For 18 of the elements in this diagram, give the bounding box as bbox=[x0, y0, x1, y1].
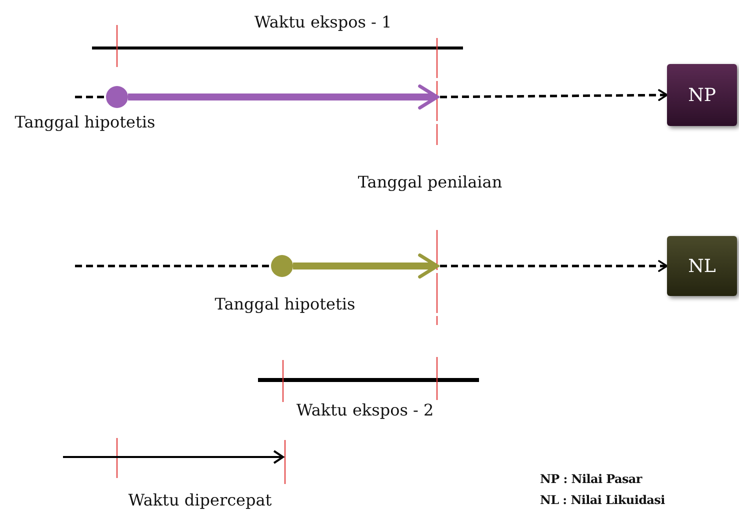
timeline-label: Waktu dipercepat bbox=[128, 490, 272, 510]
date-label: Tanggal hipotetis bbox=[214, 294, 356, 314]
timeline-label: Tanggal penilaian bbox=[358, 172, 502, 192]
dashed-arrow bbox=[440, 260, 668, 272]
date-label: Tanggal hipotetis bbox=[14, 112, 156, 132]
timeline-label: Waktu ekspos - 2 bbox=[296, 400, 434, 420]
timeline-label: Waktu ekspos - 1 bbox=[254, 12, 392, 32]
legend-note: NP : Nilai Pasar bbox=[540, 472, 642, 486]
date-dot bbox=[106, 86, 128, 108]
date-dot bbox=[271, 255, 293, 277]
value-code: NP bbox=[688, 84, 716, 106]
dashed-arrow bbox=[440, 89, 668, 101]
value-box bbox=[667, 236, 737, 296]
value-box bbox=[667, 64, 737, 126]
value-code: NL bbox=[688, 256, 716, 276]
legend-note: NL : Nilai Likuidasi bbox=[540, 493, 665, 507]
arrow bbox=[128, 84, 439, 110]
arrow bbox=[293, 253, 439, 279]
